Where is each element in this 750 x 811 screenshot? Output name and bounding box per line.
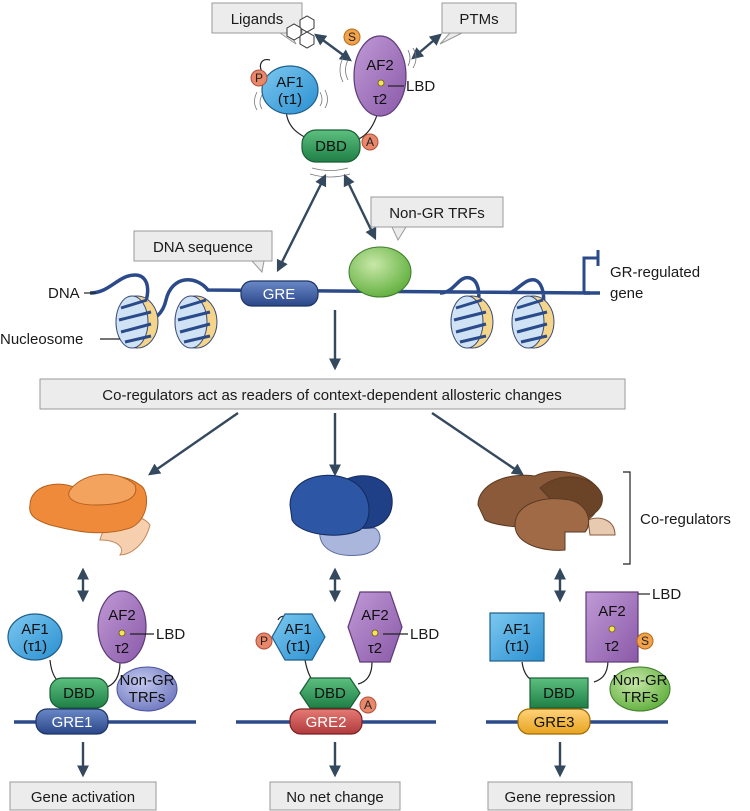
svg-text:TRFs: TRFs [622, 689, 659, 706]
ptm-arrow [411, 33, 442, 60]
svg-text:AF1: AF1 [284, 621, 312, 638]
lbd-label-2: LBD [410, 626, 439, 643]
svg-text:AF1: AF1 [276, 74, 304, 91]
svg-text:Gene repression: Gene repression [505, 789, 616, 806]
svg-text:AF2: AF2 [598, 603, 626, 620]
gene-promoter-icon [582, 250, 600, 295]
svg-text:(τ1): (τ1) [286, 638, 310, 655]
svg-text:Gene activation: Gene activation [31, 789, 135, 806]
non-gr-trf-top [348, 246, 412, 298]
af2-domain-1: AF2 τ2 [97, 590, 147, 664]
svg-text:Non-GR: Non-GR [612, 672, 667, 689]
svg-text:AF2: AF2 [108, 607, 136, 624]
no-net-change-box: No net change [269, 781, 401, 811]
af2-domain-top: AF2 τ2 [353, 35, 407, 117]
dbd-domain-2: DBD [299, 677, 361, 709]
coregulators-bracket [623, 471, 631, 565]
coregulator-complex-blue [289, 474, 393, 556]
dbd-domain-top: DBD [301, 129, 361, 163]
dbd-gre-arrow [276, 173, 327, 273]
dna-label: DNA [48, 285, 80, 302]
svg-text:DBD: DBD [314, 685, 346, 702]
af1-domain-1: AF1 (τ1) [7, 613, 63, 661]
ligand-arrow [314, 33, 352, 62]
p-badge-2: P [255, 632, 273, 650]
svg-text:(τ1): (τ1) [505, 638, 529, 655]
svg-text:A: A [364, 698, 372, 712]
svg-text:TRFs: TRFs [129, 689, 166, 706]
svg-text:τ2: τ2 [368, 640, 382, 657]
s-badge-3: S [636, 632, 654, 650]
svg-text:Non-GR: Non-GR [119, 672, 174, 689]
lbd-label-top: LBD [406, 78, 435, 95]
coregulator-complex-orange [29, 473, 151, 556]
svg-text:τ2: τ2 [605, 638, 619, 655]
svg-text:S: S [348, 30, 356, 44]
af2-domain-2: AF2 τ2 [347, 591, 403, 663]
dna-sequence-callout: DNA sequence [133, 230, 273, 274]
svg-text:DNA sequence: DNA sequence [153, 239, 253, 256]
svg-text:AF1: AF1 [503, 621, 531, 638]
svg-text:A: A [366, 135, 374, 149]
gene-activation-box: Gene activation [9, 781, 157, 811]
svg-text:DBD: DBD [63, 685, 95, 702]
trf-complex-1: Non-GR TRFs [116, 666, 178, 712]
svg-text:No net change: No net change [286, 789, 384, 806]
svg-text:AF2: AF2 [366, 57, 394, 74]
branch-arrow-left [148, 412, 239, 476]
svg-text:P: P [255, 71, 263, 85]
coregulator-complex-brown [477, 470, 616, 551]
svg-text:AF1: AF1 [21, 621, 49, 638]
hexagon-ligand-icon [286, 15, 315, 49]
coregulators-label: Co-regulators [640, 511, 731, 528]
p-badge-top: P [250, 69, 268, 87]
trf-complex-3: Non-GR TRFs [609, 666, 671, 712]
af1-domain-top: AF1 (τ1) [261, 65, 319, 115]
gre3-element: GRE3 [517, 708, 591, 735]
non-gr-trfs-callout: Non-GR TRFs [370, 196, 504, 242]
svg-text:τ2: τ2 [373, 91, 387, 108]
a-badge-top: A [361, 133, 379, 151]
svg-text:GRE2: GRE2 [306, 714, 347, 731]
af1-domain-2: AF1 (τ1) [271, 613, 326, 661]
lbd-label-3: LBD [652, 586, 681, 603]
nucleosome-icon [115, 295, 555, 349]
svg-text:Non-GR TRFs: Non-GR TRFs [389, 205, 485, 222]
coregulators-banner: Co-regulators act as readers of context-… [39, 378, 626, 410]
nucleosome-label: Nucleosome [0, 331, 83, 348]
gene-label: gene [610, 285, 643, 302]
lbd-label-1: LBD [156, 626, 185, 643]
ligands-label: Ligands [231, 11, 284, 28]
svg-text:τ2: τ2 [115, 640, 129, 657]
dbd-trf-arrow [343, 173, 377, 241]
s-badge-top: S [343, 28, 361, 46]
svg-text:DBD: DBD [543, 685, 575, 702]
svg-text:P: P [260, 634, 268, 648]
af2-domain-3: AF2 τ2 [585, 591, 639, 663]
gre1-element: GRE1 [35, 708, 109, 735]
svg-text:GRE: GRE [263, 286, 296, 303]
svg-text:GRE1: GRE1 [52, 714, 93, 731]
gr-regulated-label: GR-regulated [610, 264, 700, 281]
ptms-label: PTMs [459, 11, 498, 28]
svg-text:(τ1): (τ1) [23, 638, 47, 655]
svg-text:GRE3: GRE3 [534, 714, 575, 731]
svg-text:Co-regulators act as readers o: Co-regulators act as readers of context-… [102, 387, 561, 404]
ptms-callout: PTMs [439, 2, 517, 45]
svg-text:S: S [641, 634, 649, 648]
gre-element: GRE [240, 280, 319, 307]
gre2-element: GRE2 [289, 708, 363, 735]
af1-domain-3: AF1 (τ1) [489, 612, 545, 662]
svg-text:(τ1): (τ1) [278, 91, 302, 108]
a-badge-2: A [359, 696, 377, 714]
ligands-callout: Ligands [211, 2, 303, 45]
gene-repression-box: Gene repression [487, 781, 633, 811]
svg-text:AF2: AF2 [361, 607, 389, 624]
svg-text:DBD: DBD [315, 138, 347, 155]
branch-arrow-right [431, 412, 524, 476]
dbd-domain-1: DBD [49, 677, 109, 709]
dbd-domain-3: DBD [529, 677, 589, 709]
